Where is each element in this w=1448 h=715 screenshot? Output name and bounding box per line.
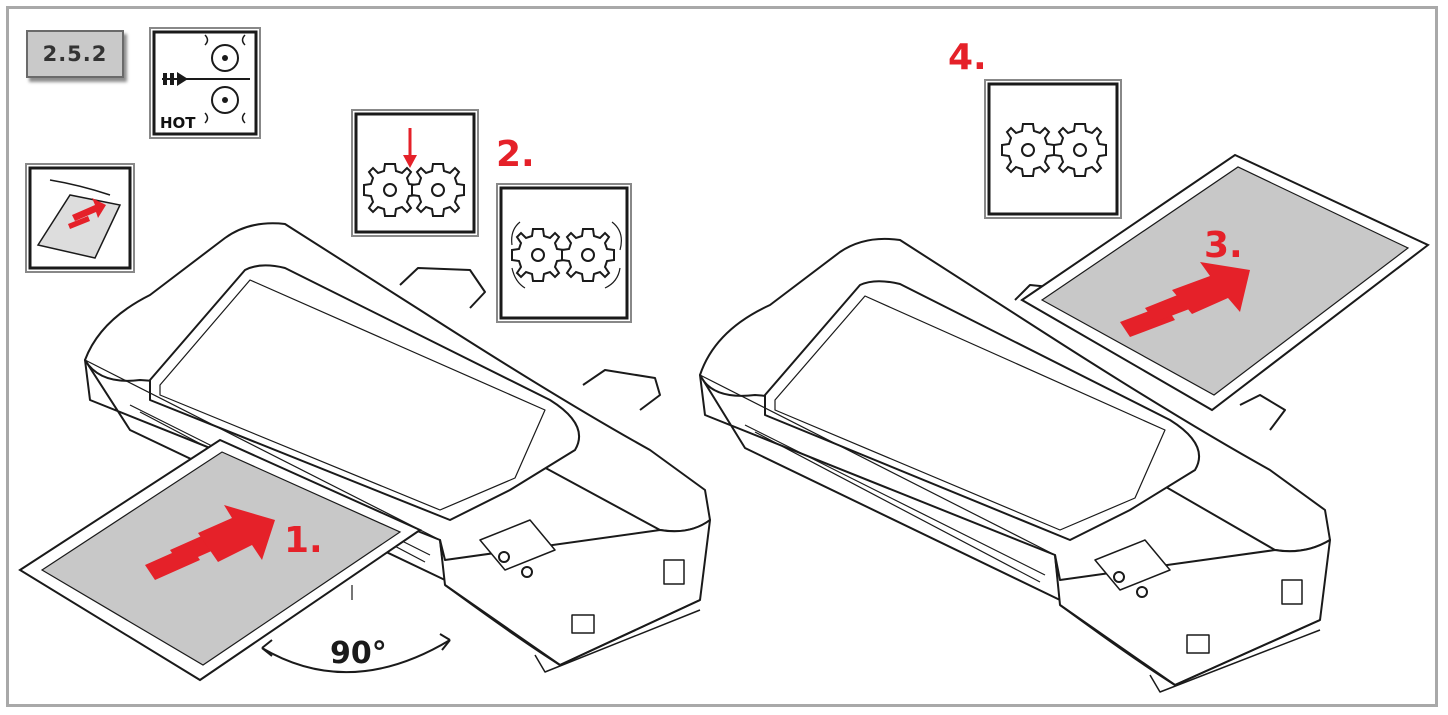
gears-icon <box>984 79 1122 219</box>
illustration-frame <box>6 6 1438 707</box>
step-3-label: 3. <box>1204 225 1243 266</box>
gear-press-icon <box>351 109 479 237</box>
laminator-right <box>699 237 1331 693</box>
gears-running-icon <box>496 183 632 323</box>
angle-indicator <box>261 585 451 674</box>
step-2-label: 2. <box>496 134 535 175</box>
insert-arrow <box>145 505 275 580</box>
output-arrow <box>1120 262 1250 337</box>
pouch-insert-icon <box>25 163 135 273</box>
hot-label: HOT <box>160 114 196 132</box>
section-label: 2.5.2 <box>26 30 124 78</box>
step-1-label: 1. <box>284 520 323 561</box>
hot-rollers-icon: HOT <box>149 27 261 139</box>
step-4-label: 4. <box>948 37 987 78</box>
angle-label: 90° <box>330 636 387 671</box>
